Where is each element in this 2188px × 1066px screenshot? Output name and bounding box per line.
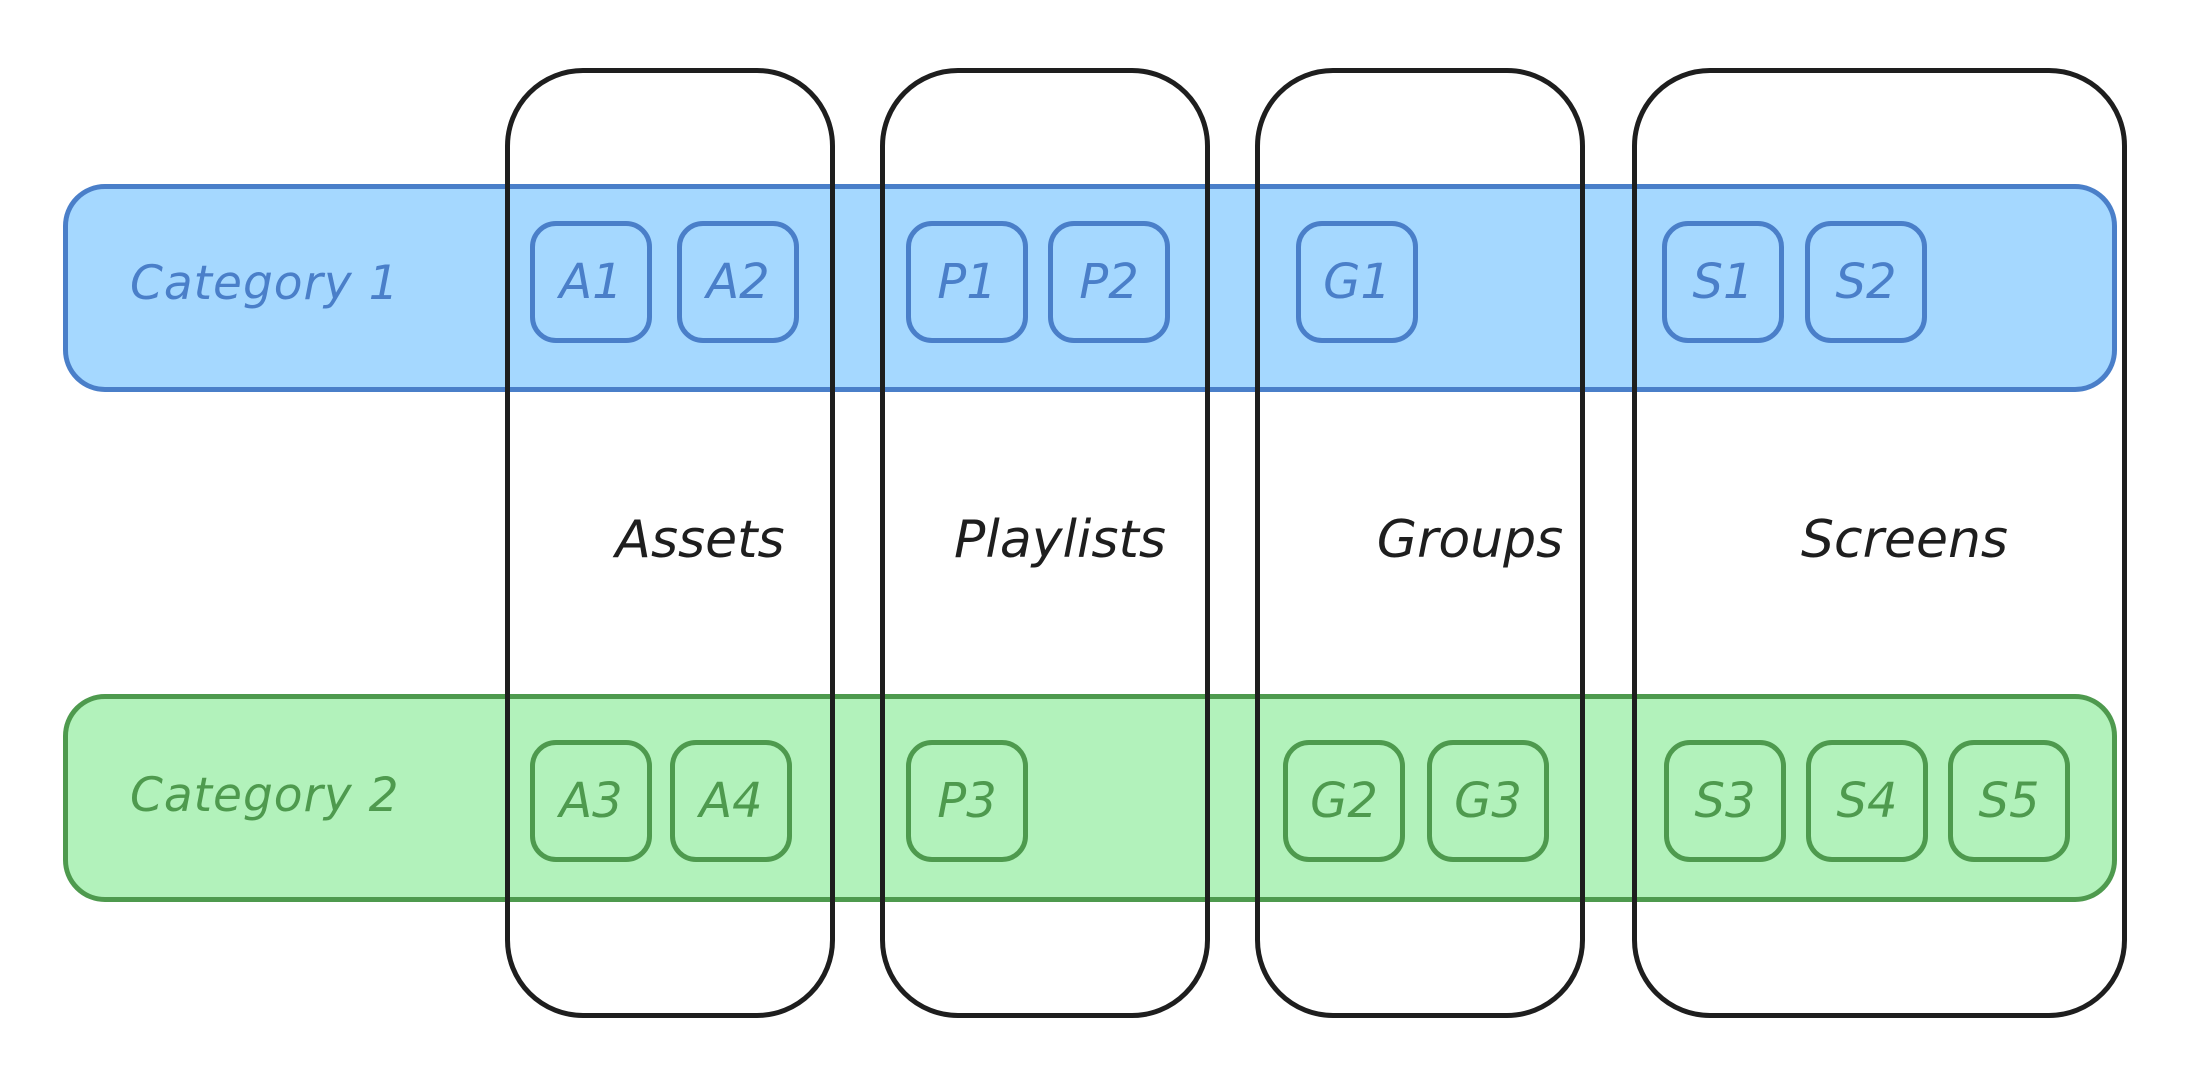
item-a4: A4 xyxy=(670,740,792,862)
item-s4: S4 xyxy=(1806,740,1928,862)
item-p3: P3 xyxy=(906,740,1028,862)
item-a1: A1 xyxy=(530,221,652,343)
item-s2: S2 xyxy=(1805,221,1927,343)
groups-title: Groups xyxy=(1376,510,1564,570)
item-g2: G2 xyxy=(1283,740,1405,862)
playlists-column xyxy=(880,68,1210,1018)
item-a2: A2 xyxy=(677,221,799,343)
category-1-band xyxy=(63,184,2117,392)
item-a3: A3 xyxy=(530,740,652,862)
item-p2: P2 xyxy=(1048,221,1170,343)
category-2-band xyxy=(63,694,2117,902)
screens-column xyxy=(1632,68,2127,1018)
item-s5: S5 xyxy=(1948,740,2070,862)
item-s3: S3 xyxy=(1664,740,1786,862)
playlists-title: Playlists xyxy=(954,510,1166,570)
category-1-label: Category 1 xyxy=(130,256,400,311)
assets-title: Assets xyxy=(615,510,785,570)
category-2-label: Category 2 xyxy=(130,768,400,823)
item-s1: S1 xyxy=(1662,221,1784,343)
item-g1: G1 xyxy=(1296,221,1418,343)
screens-title: Screens xyxy=(1800,510,2008,570)
item-p1: P1 xyxy=(906,221,1028,343)
groups-column xyxy=(1255,68,1585,1018)
item-g3: G3 xyxy=(1427,740,1549,862)
assets-column xyxy=(505,68,835,1018)
